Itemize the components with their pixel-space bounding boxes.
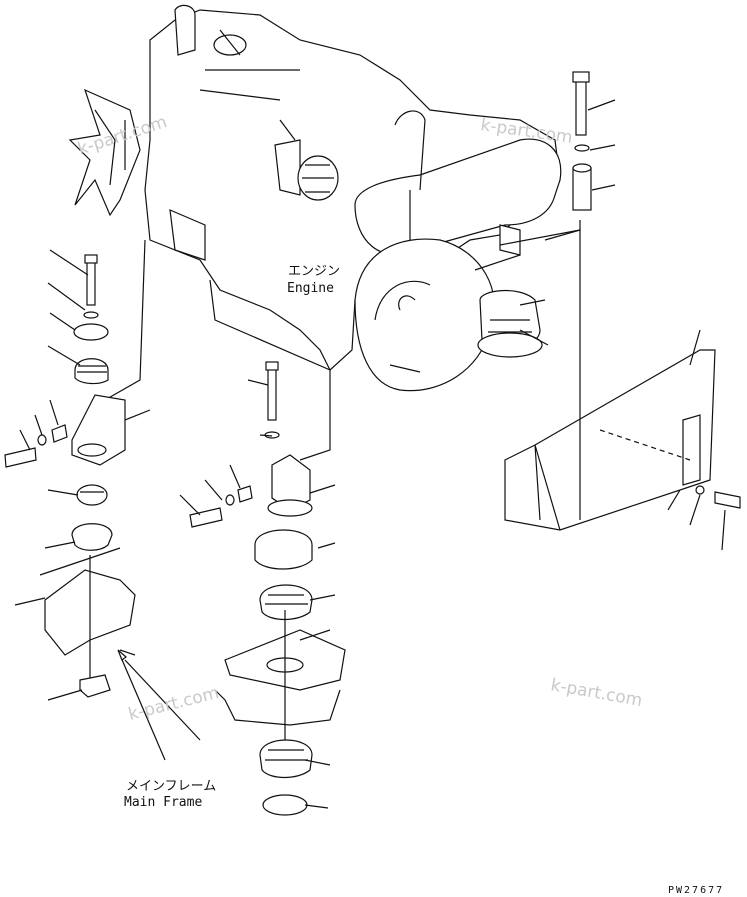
center-mount-stack [189, 361, 313, 816]
engine [68, 4, 562, 392]
main-frame-label-ja: メインフレーム [126, 779, 216, 794]
leader-lines [14, 99, 726, 809]
engine-label-en: Engine [287, 281, 334, 296]
watermark-4: k-part.com [549, 675, 644, 711]
left-mount-stack [4, 254, 136, 698]
drawing-code: PW27677 [668, 885, 724, 896]
watermark-3: k-part.com [126, 683, 221, 725]
main-frame-label-en: Main Frame [124, 795, 202, 810]
engine-label-ja: エンジン [288, 264, 340, 279]
right-fastener-stack [499, 71, 592, 246]
guard-plate [504, 349, 741, 531]
